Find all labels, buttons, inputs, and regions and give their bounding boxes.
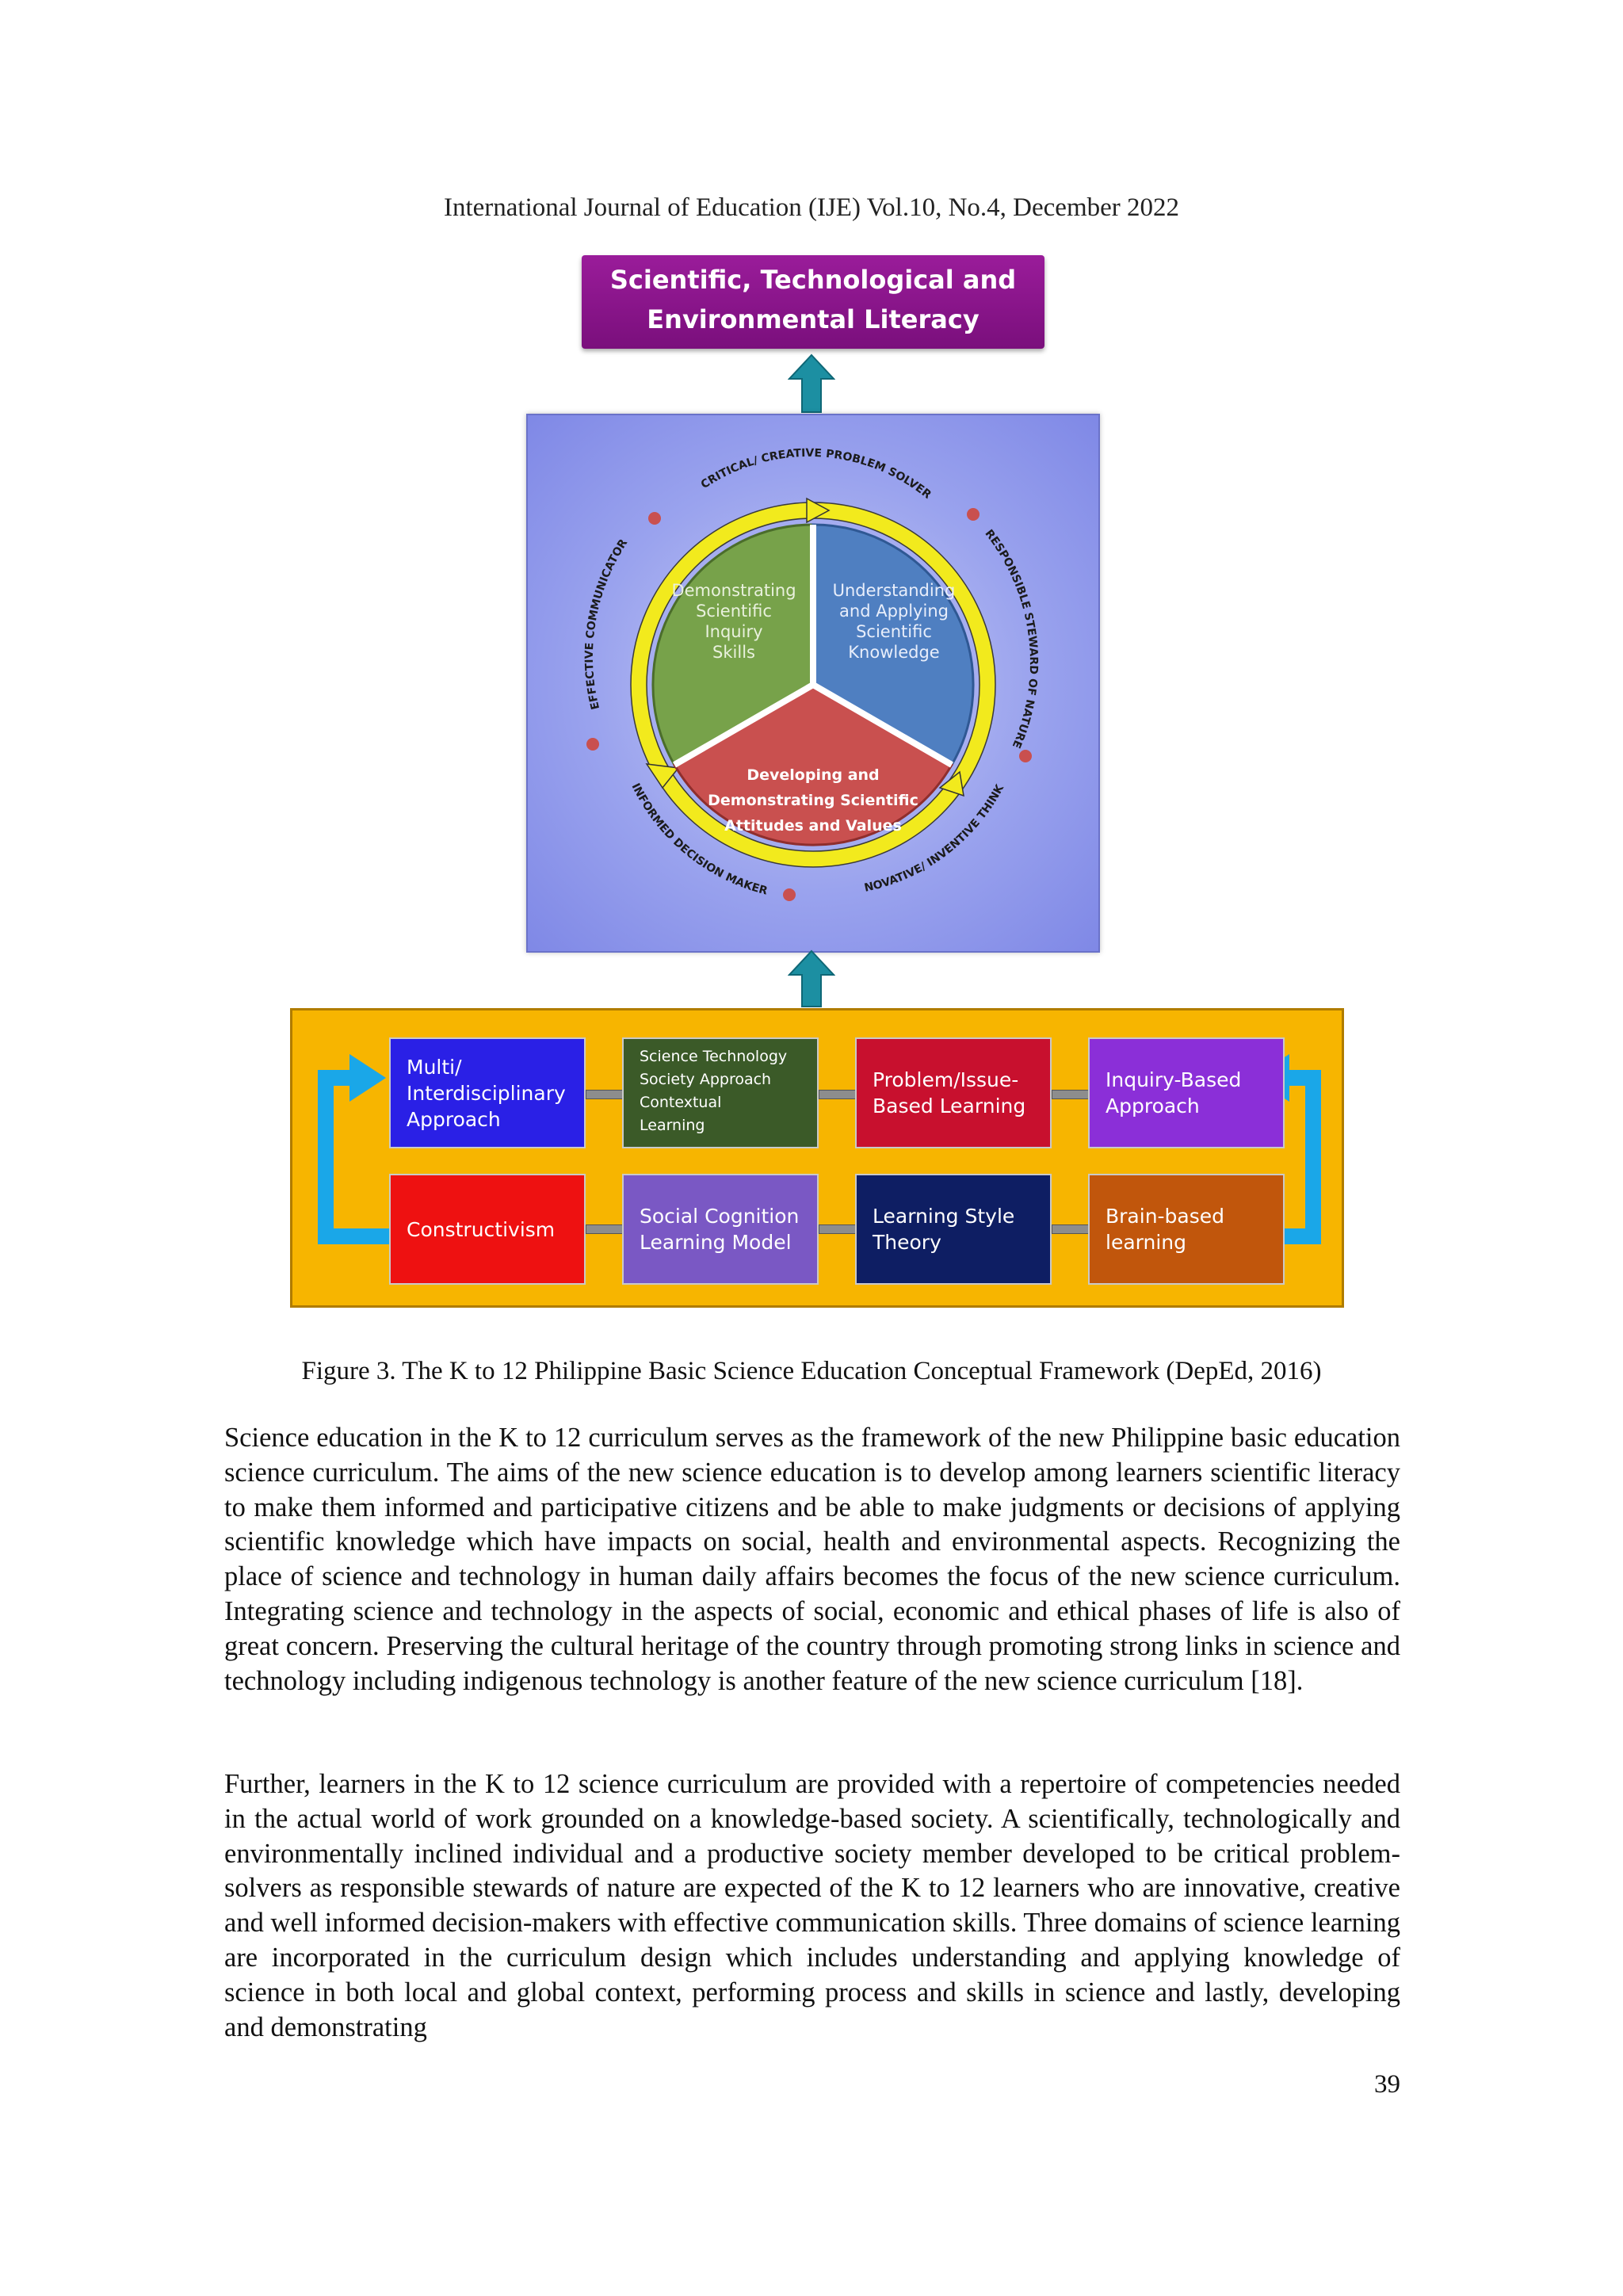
approach-social-cognition: Social Cognition Learning Model bbox=[622, 1174, 819, 1285]
approach-line: Theory bbox=[873, 1231, 941, 1254]
approach-line: Learning bbox=[640, 1117, 705, 1134]
domains-wheel-panel: Demonstrating Scientific Inquiry Skills … bbox=[526, 414, 1100, 953]
approaches-panel: Multi/ Interdisciplinary Approach Scienc… bbox=[290, 1008, 1344, 1308]
approach-sts: Science Technology Society Approach Cont… bbox=[622, 1037, 819, 1148]
approach-multidisciplinary: Multi/ Interdisciplinary Approach bbox=[389, 1037, 586, 1148]
knowledge-line-1: Understanding bbox=[833, 581, 956, 600]
attitudes-line-3: Attitudes and Values bbox=[724, 817, 902, 835]
inquiry-line-2: Scientific bbox=[696, 602, 772, 621]
approach-line: Inquiry-Based bbox=[1106, 1068, 1242, 1091]
approach-line: Approach bbox=[1106, 1095, 1200, 1117]
approach-line: Problem/Issue- bbox=[873, 1068, 1019, 1091]
inquiry-line-4: Skills bbox=[712, 643, 755, 662]
loop-arrow-left-icon bbox=[349, 1054, 386, 1102]
approach-line: Learning Model bbox=[640, 1231, 792, 1254]
inquiry-line-1: Demonstrating bbox=[671, 581, 796, 600]
up-arrow-icon bbox=[788, 353, 835, 413]
knowledge-line-2: and Applying bbox=[839, 602, 949, 621]
body-paragraph-2: Further, learners in the K to 12 science… bbox=[224, 1769, 1400, 2042]
approach-learning-style: Learning Style Theory bbox=[855, 1174, 1052, 1285]
approach-inquiry-based: Inquiry-Based Approach bbox=[1088, 1037, 1285, 1148]
approach-line: Learning Style bbox=[873, 1205, 1015, 1228]
approach-line: Interdisciplinary bbox=[407, 1081, 566, 1105]
goal-box: Scientific, Technological and Environmen… bbox=[582, 255, 1044, 349]
page-number: 39 bbox=[1374, 2070, 1400, 2099]
body-paragraph-1: Science education in the K to 12 curricu… bbox=[224, 1423, 1400, 1696]
approach-constructivism: Constructivism bbox=[389, 1174, 586, 1285]
goal-line-1: Scientific, Technological and bbox=[609, 265, 1017, 295]
approach-line: Social Cognition bbox=[640, 1205, 800, 1228]
approach-line: Science Technology bbox=[640, 1048, 788, 1065]
approach-line: Approach bbox=[407, 1107, 501, 1131]
attitudes-line-2: Demonstrating Scientific bbox=[708, 792, 918, 809]
approach-line: Based Learning bbox=[873, 1095, 1026, 1117]
domains-wheel: Demonstrating Scientific Inquiry Skills … bbox=[528, 415, 1040, 901]
approach-line: Multi/ bbox=[407, 1055, 462, 1079]
figure-caption: Figure 3. The K to 12 Philippine Basic S… bbox=[301, 1357, 1322, 1385]
approach-brain-based: Brain-based learning bbox=[1088, 1174, 1285, 1285]
approach-line: Society Approach bbox=[640, 1071, 772, 1088]
attitudes-line-1: Developing and bbox=[747, 766, 879, 784]
outcome-left-label: EFFECTIVE COMMUNICATOR bbox=[583, 537, 630, 710]
approach-line: Contextual bbox=[640, 1094, 722, 1111]
knowledge-line-3: Scientific bbox=[856, 622, 932, 641]
outcome-top-label: CRITICAL/ CREATIVE PROBLEM SOLVER bbox=[699, 447, 934, 502]
approach-line: Brain-based bbox=[1106, 1205, 1225, 1228]
goal-line-2: Environmental Literacy bbox=[647, 304, 980, 334]
running-head: International Journal of Education (IJE)… bbox=[443, 193, 1180, 222]
approach-problem-based: Problem/Issue- Based Learning bbox=[855, 1037, 1052, 1148]
approach-line: learning bbox=[1106, 1231, 1186, 1254]
up-arrow-icon bbox=[788, 949, 835, 1007]
knowledge-line-4: Knowledge bbox=[848, 643, 939, 662]
inquiry-line-3: Inquiry bbox=[705, 622, 762, 641]
approach-line: Constructivism bbox=[407, 1217, 556, 1241]
